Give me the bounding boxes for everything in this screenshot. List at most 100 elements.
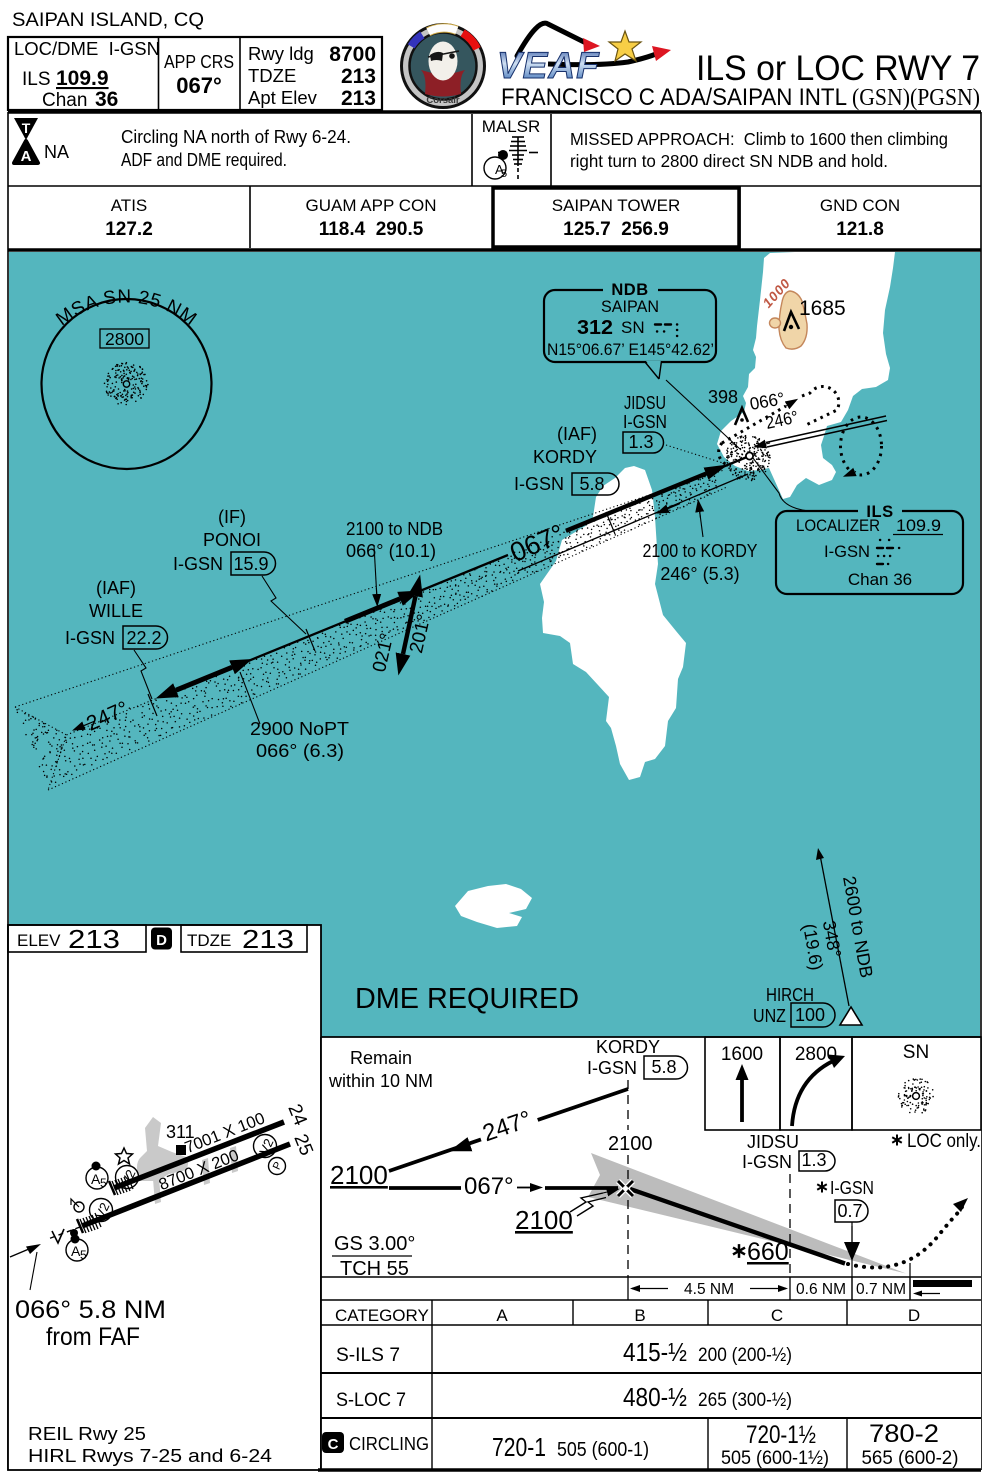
svg-text:Remain: Remain <box>350 1048 412 1068</box>
svg-text:CATEGORY: CATEGORY <box>335 1306 429 1325</box>
svg-text:8700: 8700 <box>329 43 376 66</box>
svg-text:565 (600-2): 565 (600-2) <box>862 1448 959 1469</box>
svg-text:1600: 1600 <box>721 1044 763 1065</box>
svg-text:I-GSN: I-GSN <box>830 1178 874 1198</box>
svg-text:0.7: 0.7 <box>837 1201 862 1221</box>
svg-text:UNZ: UNZ <box>753 1006 786 1026</box>
svg-text:213: 213 <box>68 924 120 954</box>
svg-text:125.7 256.9: 125.7 256.9 <box>563 219 669 240</box>
svg-text:066° 5.8 NM: 066° 5.8 NM <box>15 1296 166 1324</box>
svg-text:5.8: 5.8 <box>651 1057 676 1077</box>
svg-text:SAIPAN ISLAND, CQ: SAIPAN ISLAND, CQ <box>12 9 204 31</box>
svg-text:REIL Rwy 25: REIL Rwy 25 <box>28 1423 146 1444</box>
svg-text:JIDSU: JIDSU <box>624 393 666 413</box>
svg-text:36: 36 <box>95 88 118 111</box>
svg-text:ATIS: ATIS <box>111 196 148 215</box>
svg-text:1685: 1685 <box>799 297 846 320</box>
svg-text:N15°06.67’ E145°42.62’: N15°06.67’ E145°42.62’ <box>547 341 714 359</box>
svg-text:JIDSU: JIDSU <box>747 1132 799 1152</box>
svg-text:GND CON: GND CON <box>820 196 900 215</box>
svg-text:SN: SN <box>621 318 645 337</box>
svg-text:2900 NoPT: 2900 NoPT <box>250 719 349 739</box>
svg-text:ILS: ILS <box>22 69 61 90</box>
svg-text:SAIPAN: SAIPAN <box>601 297 659 316</box>
svg-text:109.9: 109.9 <box>896 516 941 535</box>
svg-text:A: A <box>21 148 32 165</box>
svg-text:5: 5 <box>501 168 507 180</box>
svg-text:100: 100 <box>795 1005 825 1025</box>
svg-text:ILS: ILS <box>866 503 893 521</box>
svg-text:LOC only.: LOC only. <box>907 1131 981 1152</box>
svg-text:067°: 067° <box>464 1173 514 1200</box>
svg-text:V2: V2 <box>118 1167 138 1188</box>
svg-text:I-GSN: I-GSN <box>824 542 870 561</box>
svg-text:(IAF): (IAF) <box>557 424 597 444</box>
svg-text:ILS or LOC RWY 7: ILS or LOC RWY 7 <box>696 48 980 88</box>
svg-text:D: D <box>156 932 167 949</box>
svg-text:I-GSN: I-GSN <box>173 554 223 574</box>
svg-text:312: 312 <box>577 317 613 339</box>
svg-text:2800: 2800 <box>105 329 144 349</box>
svg-text:1.3: 1.3 <box>801 1150 826 1170</box>
svg-text:A: A <box>496 1306 508 1325</box>
svg-text:CIRCLING: CIRCLING <box>349 1433 429 1454</box>
svg-text:Corsair: Corsair <box>426 95 460 106</box>
svg-text:720-1: 720-1 <box>492 1432 546 1462</box>
svg-text:213: 213 <box>341 65 376 88</box>
svg-text:LOCALIZER: LOCALIZER <box>796 516 880 535</box>
svg-text:T: T <box>22 120 31 136</box>
svg-text:C: C <box>771 1306 783 1325</box>
svg-text:Apt Elev: Apt Elev <box>248 87 318 108</box>
svg-text:V2: V2 <box>256 1136 276 1157</box>
svg-text:2100: 2100 <box>608 1133 653 1155</box>
svg-text:P: P <box>271 1160 285 1172</box>
svg-text:S-LOC 7: S-LOC 7 <box>336 1389 406 1411</box>
svg-text:4.5 NM: 4.5 NM <box>684 1281 734 1298</box>
svg-text:I-GSN: I-GSN <box>587 1058 637 1078</box>
svg-text:213: 213 <box>341 87 376 110</box>
svg-text:I-GSN: I-GSN <box>65 628 115 648</box>
svg-text:NA: NA <box>44 142 69 162</box>
svg-text:A: A <box>91 1171 101 1187</box>
svg-text:5: 5 <box>100 1176 107 1190</box>
svg-text:2100 to NDB: 2100 to NDB <box>346 519 443 539</box>
svg-text:265 (300-½): 265 (300-½) <box>698 1389 792 1411</box>
svg-text:Chan 36: Chan 36 <box>848 570 912 589</box>
svg-text:TDZE: TDZE <box>248 65 296 86</box>
svg-text:within 10 NM: within 10 NM <box>328 1071 433 1091</box>
svg-text:0.6 NM: 0.6 NM <box>796 1281 846 1298</box>
svg-text:Chan: Chan <box>42 90 98 111</box>
svg-text:HIRCH: HIRCH <box>766 985 814 1005</box>
svg-text:480-½: 480-½ <box>623 1382 687 1412</box>
svg-text:FRANCISCO C ADA/SAIPAN INTL: FRANCISCO C ADA/SAIPAN INTL <box>501 84 847 111</box>
svg-text:(IAF): (IAF) <box>96 578 136 598</box>
svg-text:200 (200-½): 200 (200-½) <box>698 1344 792 1366</box>
svg-text:GUAM APP CON: GUAM APP CON <box>306 196 437 215</box>
svg-text:22.2: 22.2 <box>126 628 161 648</box>
svg-text:Circling NA north of Rwy 6-24.: Circling NA north of Rwy 6-24. <box>121 127 351 147</box>
svg-text:(GSN)(PGSN): (GSN)(PGSN) <box>852 84 980 111</box>
svg-text:5.8: 5.8 <box>579 474 604 494</box>
svg-text:SAIPAN TOWER: SAIPAN TOWER <box>552 196 680 215</box>
svg-text:TCH 55: TCH 55 <box>340 1258 409 1280</box>
svg-text:(IF): (IF) <box>218 507 246 527</box>
svg-text:I-GSN: I-GSN <box>623 412 667 432</box>
svg-text:2100: 2100 <box>515 1205 573 1235</box>
svg-text:118.4 290.5: 118.4 290.5 <box>319 219 424 240</box>
svg-text:NDB: NDB <box>611 281 648 299</box>
svg-text:066° (6.3): 066° (6.3) <box>256 741 344 761</box>
svg-text:I-GSN: I-GSN <box>742 1152 792 1172</box>
svg-text:WILLE: WILLE <box>89 601 143 621</box>
svg-text:0.7 NM: 0.7 NM <box>856 1281 906 1298</box>
svg-text:GS 3.00°: GS 3.00° <box>334 1233 415 1255</box>
svg-text:067°: 067° <box>176 73 222 98</box>
svg-text:MISSED APPROACH: Climb to 160: MISSED APPROACH: Climb to 1600 then clim… <box>570 129 948 149</box>
svg-text:V2: V2 <box>92 1200 112 1221</box>
svg-text:1.3: 1.3 <box>628 432 653 452</box>
svg-text:A: A <box>495 162 504 177</box>
svg-text:from FAF: from FAF <box>46 1323 140 1351</box>
svg-text:660: 660 <box>747 1238 789 1266</box>
svg-text:066° (10.1): 066° (10.1) <box>346 541 436 561</box>
svg-text:2100 to KORDY: 2100 to KORDY <box>643 541 758 561</box>
svg-text:D: D <box>908 1306 920 1325</box>
